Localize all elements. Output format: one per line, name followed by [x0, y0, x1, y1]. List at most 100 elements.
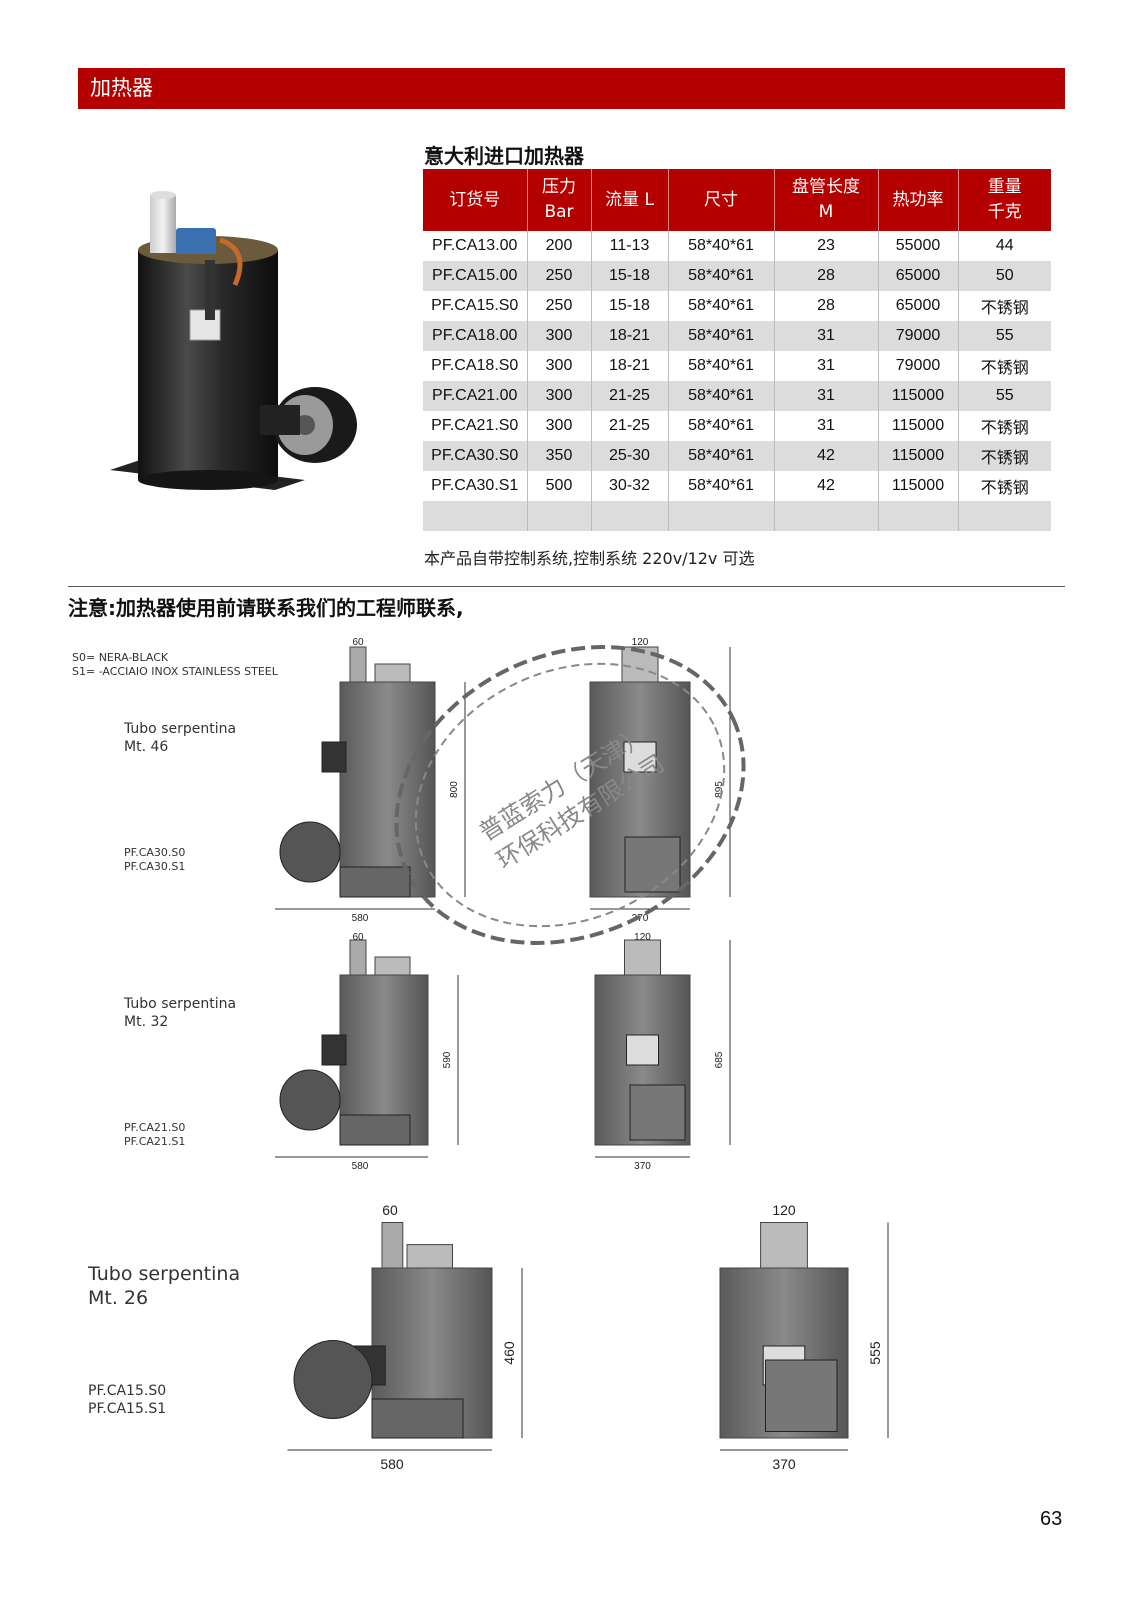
front-view-window — [623, 741, 657, 773]
table-cell: 79000 — [877, 351, 958, 381]
table-cell: 300 — [526, 351, 591, 381]
table-cell: 不锈钢 — [957, 291, 1051, 321]
dimension-label: 370 — [772, 1456, 796, 1470]
column-header-unit: Bar — [544, 202, 574, 222]
coil-length: Mt. 32 — [124, 1014, 169, 1030]
table-cell: 300 — [526, 321, 591, 351]
burner-fan — [279, 821, 341, 883]
table-cell: 350 — [526, 441, 591, 471]
table-cell: 115000 — [877, 471, 958, 501]
table-cell: 不锈钢 — [957, 351, 1051, 381]
table-cell — [877, 501, 958, 531]
front-view-chimney — [624, 939, 661, 976]
table-cell: 15-18 — [590, 261, 668, 291]
column-header: 流量 L — [590, 169, 668, 231]
table-cell: 18-21 — [590, 321, 668, 351]
column-header-label: 流量 L — [605, 189, 654, 210]
dimension-label: 580 — [352, 913, 369, 924]
table-cell: 11-13 — [590, 231, 668, 261]
drawing-label-1: Tubo serpentina Mt. 46 PF.CA30.S0 PF.CA3… — [124, 720, 236, 874]
table-cell: 300 — [526, 381, 591, 411]
coil-length: Mt. 46 — [124, 739, 169, 755]
burner-housing — [339, 866, 411, 898]
dimension-label: 120 — [634, 932, 651, 943]
table-cell: 58*40*61 — [667, 231, 774, 261]
table-cell: 58*40*61 — [667, 351, 774, 381]
table-cell: 58*40*61 — [667, 381, 774, 411]
table-cell: 42 — [773, 441, 878, 471]
front-view-burner — [624, 836, 681, 893]
column-header-label: 尺寸 — [704, 189, 738, 210]
side-view-cap — [374, 956, 411, 976]
heater-photo — [110, 191, 357, 490]
table-cell: 58*40*61 — [667, 321, 774, 351]
dimension-label: 580 — [352, 1161, 369, 1172]
table-cell: 300 — [526, 411, 591, 441]
side-view-chimney — [349, 646, 367, 683]
table-cell: 30-32 — [590, 471, 668, 501]
table-cell: 31 — [773, 411, 878, 441]
table-cell: PF.CA15.00 — [423, 261, 527, 291]
model-code: PF.CA15.S1 — [88, 1401, 167, 1417]
dimension-label: 120 — [632, 637, 649, 648]
table-cell: 55 — [957, 381, 1051, 411]
model-code: PF.CA21.S0 — [124, 1121, 186, 1134]
technical-drawings: 5808006037089512058059060370685120580460… — [275, 637, 889, 1470]
table-cell: 21-25 — [590, 411, 668, 441]
side-view-cap — [374, 663, 411, 683]
front-view-chimney — [621, 646, 659, 683]
table-cell: 23 — [773, 231, 878, 261]
table-cell: 50 — [957, 261, 1051, 291]
table-cell: 115000 — [877, 411, 958, 441]
table-cell: 200 — [526, 231, 591, 261]
coil-title: Tubo serpentina — [124, 721, 237, 737]
table-cell — [526, 501, 591, 531]
burner-fan — [279, 1069, 341, 1131]
dimension-label: 800 — [449, 781, 460, 798]
table-cell: 58*40*61 — [667, 441, 774, 471]
dimension-label: 580 — [380, 1456, 404, 1470]
column-header-unit: 千克 — [987, 202, 1022, 222]
table-cell: PF.CA21.00 — [423, 381, 527, 411]
drawing-label-2: Tubo serpentina Mt. 32 PF.CA21.S0 PF.CA2… — [124, 995, 236, 1149]
model-code: PF.CA30.S0 — [124, 846, 186, 859]
front-view-window — [626, 1034, 659, 1066]
divider — [68, 586, 1065, 587]
dimension-label: 895 — [714, 781, 725, 798]
front-view-burner — [765, 1359, 838, 1432]
table-row — [423, 501, 1051, 531]
front-view-burner — [629, 1084, 686, 1141]
table-title: 意大利进口加热器 — [424, 144, 584, 168]
burner-fan — [293, 1340, 373, 1419]
table-cell: 18-21 — [590, 351, 668, 381]
dimension-label: 460 — [501, 1341, 517, 1365]
table-cell: 44 — [957, 231, 1051, 261]
table-cell: 25-30 — [590, 441, 668, 471]
dimension-label: 685 — [714, 1051, 725, 1068]
warning-text: 注意:加热器使用前请联系我们的工程师联系, — [68, 596, 464, 620]
table-cell: 58*40*61 — [667, 291, 774, 321]
table-cell: 55 — [957, 321, 1051, 351]
table-cell: 65000 — [877, 261, 958, 291]
table-cell — [590, 501, 668, 531]
table-cell: PF.CA18.00 — [423, 321, 527, 351]
legend-line: S0= NERA-BLACK — [72, 651, 169, 664]
legend-line: S1= -ACCIAIO INOX STAINLESS STEEL — [72, 665, 278, 678]
table-cell: 65000 — [877, 291, 958, 321]
table-cell: 21-25 — [590, 381, 668, 411]
table-cell: 28 — [773, 291, 878, 321]
table-cell: 115000 — [877, 381, 958, 411]
table-cell: 250 — [526, 291, 591, 321]
dimension-label: 370 — [634, 1161, 651, 1172]
column-header: 重量千克 — [957, 169, 1051, 231]
table-cell: 31 — [773, 351, 878, 381]
front-view-chimney — [760, 1222, 808, 1269]
